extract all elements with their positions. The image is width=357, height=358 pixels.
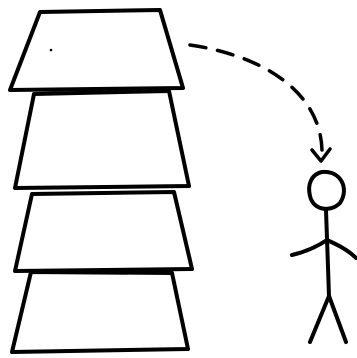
stack-block-1 bbox=[10, 10, 183, 90]
speck-mark bbox=[50, 49, 53, 52]
stack-block-2 bbox=[15, 91, 189, 188]
stack-block-4 bbox=[12, 272, 188, 352]
figure-arms bbox=[292, 240, 356, 258]
block-stack bbox=[10, 10, 192, 352]
stick-figure bbox=[292, 172, 356, 342]
figure-left-leg bbox=[310, 296, 329, 342]
dashed-arrow-path bbox=[190, 45, 322, 150]
figure-head bbox=[309, 172, 344, 209]
figure-right-leg bbox=[329, 296, 346, 342]
stack-block-3 bbox=[15, 192, 192, 271]
figure-body bbox=[326, 210, 329, 296]
dashed-arrow bbox=[190, 45, 330, 161]
